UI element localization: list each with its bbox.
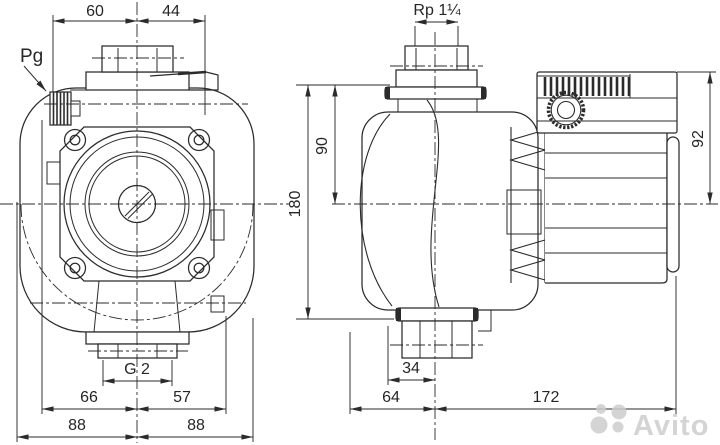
- dim-label-34: 34: [402, 360, 420, 377]
- side-bottom-flange: [395, 307, 479, 322]
- dim-label-57: 57: [173, 389, 191, 406]
- vent-slots: [543, 77, 631, 96]
- pg-leader-line: [23, 65, 47, 92]
- dim-label-60: 60: [86, 3, 104, 20]
- dim-label-44: 44: [162, 3, 180, 20]
- dim-label-172: 172: [533, 389, 560, 406]
- dim-label-180: 180: [287, 191, 304, 218]
- dim-label-66: 66: [80, 389, 98, 406]
- cable-gland-label: Pg: [20, 46, 43, 67]
- thread-label-rp114: Rp 1¼: [413, 2, 461, 19]
- dim-label-88a: 88: [68, 417, 86, 434]
- thread-label-g2: G 2: [124, 361, 150, 378]
- motor-end-cap: [666, 136, 680, 273]
- front-top-pipe: [101, 45, 174, 73]
- dimensions: [16, 15, 716, 442]
- side-view: [359, 45, 680, 359]
- motor-body: [545, 126, 668, 284]
- dim-label-92: 92: [690, 130, 707, 148]
- dimension-labels: Pg 60 44 Rp 1¼ 90 180 92 G 2 66 57 88 88…: [20, 2, 707, 434]
- terminal-box: [536, 71, 678, 134]
- side-body-outline: [361, 111, 539, 311]
- avito-logo-icon: [590, 404, 627, 434]
- avito-watermark: Avito: [590, 404, 709, 442]
- volute-pitch-arc: [20, 203, 254, 321]
- dim-label-88b: 88: [187, 417, 205, 434]
- dim-label-64: 64: [382, 389, 400, 406]
- side-bottom-pipe: [401, 320, 473, 359]
- avito-watermark-text: Avito: [633, 410, 709, 442]
- flange-screws: [63, 128, 211, 280]
- side-top-nut: [395, 69, 478, 88]
- front-bottom-flange: [85, 331, 190, 345]
- selector-knob: [546, 90, 586, 130]
- dim-label-90: 90: [314, 137, 331, 155]
- side-top-flange: [384, 86, 487, 100]
